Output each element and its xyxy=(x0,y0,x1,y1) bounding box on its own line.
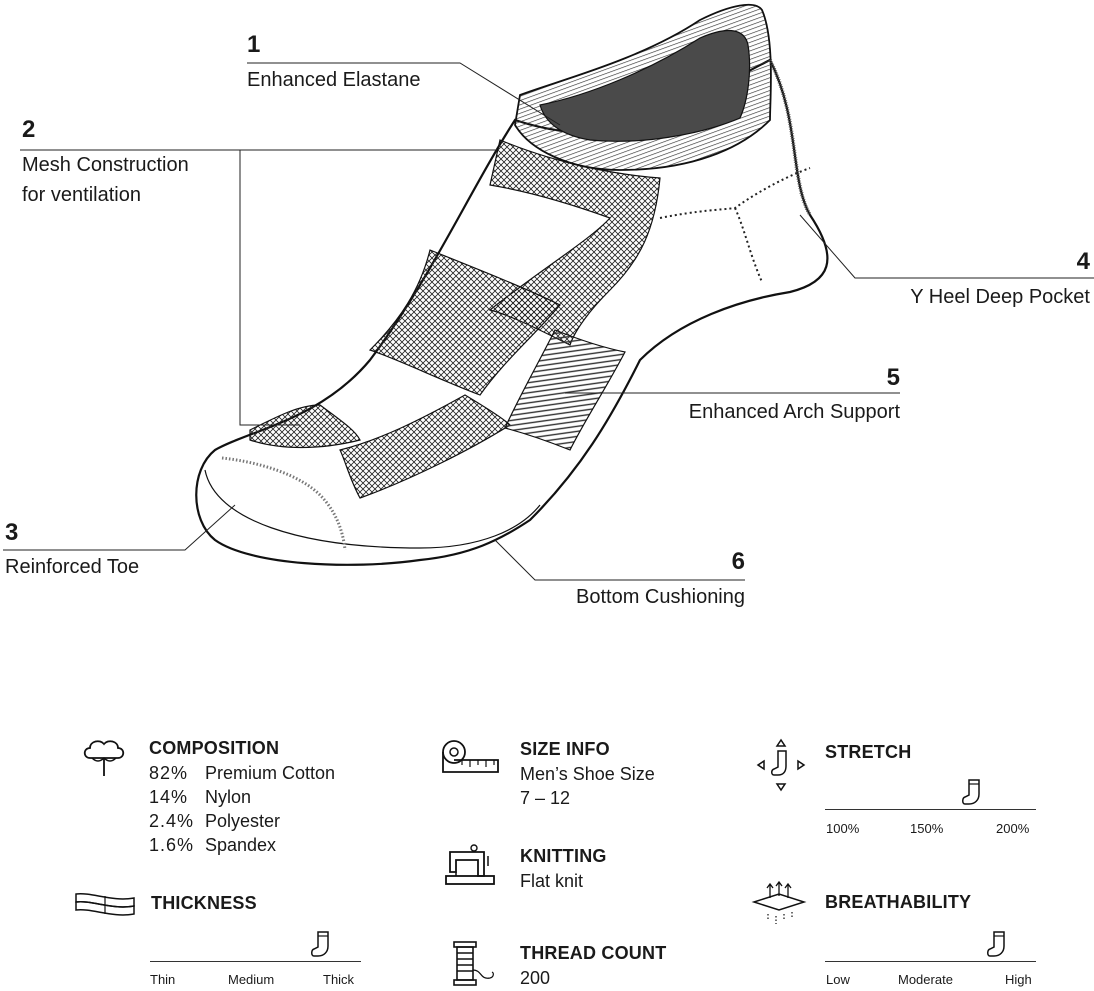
composition-row: 82% Premium Cotton xyxy=(149,761,335,785)
callout-6-number: 6 xyxy=(731,548,745,575)
callout-6-label: Bottom Cushioning xyxy=(576,586,745,608)
breathable-fabric-icon xyxy=(751,880,807,924)
breathability-tick-moderate: Moderate xyxy=(898,972,953,987)
thickness-scale xyxy=(150,961,361,962)
stretch-scale xyxy=(825,809,1036,810)
composition-title: COMPOSITION xyxy=(149,738,280,758)
stretch-arrows-icon xyxy=(756,738,806,792)
thread-spool-icon xyxy=(453,941,494,986)
knitting-title: KNITTING xyxy=(520,846,607,866)
stretch-tick-150: 150% xyxy=(910,821,944,836)
callout-1-label: Enhanced Elastane xyxy=(247,69,421,91)
measuring-tape-icon xyxy=(442,740,499,773)
stretch-title: STRETCH xyxy=(825,742,912,762)
composition-pct: 14% xyxy=(149,787,189,807)
leader-3 xyxy=(3,504,236,551)
thickness-sock-marker-icon xyxy=(311,931,329,957)
sewing-machine-icon xyxy=(445,844,495,885)
composition-row: 14% Nylon xyxy=(149,785,251,809)
stretch-tick-200: 200% xyxy=(996,821,1030,836)
stretch-tick-100: 100% xyxy=(826,821,860,836)
arch-support-band xyxy=(504,329,626,451)
toe-seam xyxy=(221,456,347,551)
sock-illustration xyxy=(3,3,1094,581)
composition-material: Premium Cotton xyxy=(205,763,336,783)
composition-row: 1.6% Spandex xyxy=(149,833,276,857)
breathability-tick-low: Low xyxy=(826,972,850,987)
thickness-tick-medium: Medium xyxy=(228,972,275,987)
callout-1-number: 1 xyxy=(247,31,261,58)
leader-4 xyxy=(799,214,1094,279)
callout-2-label-line1: Mesh Construction xyxy=(22,154,189,176)
composition-pct: 1.6% xyxy=(149,835,195,855)
composition-material: Spandex xyxy=(205,835,277,855)
composition-material: Nylon xyxy=(205,787,252,807)
thickness-tick-thick: Thick xyxy=(323,972,355,987)
mesh-panel-toe xyxy=(249,404,361,449)
y-heel-seam xyxy=(659,167,811,219)
cotton-plant-icon xyxy=(83,740,125,776)
leader-1 xyxy=(247,62,561,126)
callout-5-number: 5 xyxy=(886,364,900,391)
callout-2-label-line2: for ventilation xyxy=(22,184,141,206)
insole-opening xyxy=(539,29,751,142)
stretch-sock-marker-icon xyxy=(962,779,980,805)
size-info-title: SIZE INFO xyxy=(520,739,610,759)
mesh-panel-middle xyxy=(368,249,561,396)
composition-pct: 2.4% xyxy=(149,811,195,831)
breathability-tick-high: High xyxy=(1005,972,1032,987)
leader-6 xyxy=(494,539,745,581)
fabric-thickness-icon xyxy=(75,893,135,916)
thickness-tick-thin: Thin xyxy=(150,972,176,987)
size-info-line1: Men’s Shoe Size xyxy=(520,764,655,784)
callout-2-number: 2 xyxy=(22,116,36,143)
callout-3-label: Reinforced Toe xyxy=(5,556,140,578)
size-info-line2: 7 – 12 xyxy=(520,788,571,808)
breathability-scale xyxy=(825,961,1036,962)
composition-pct: 82% xyxy=(149,763,189,783)
composition-material: Polyester xyxy=(205,811,281,831)
breathability-title: BREATHABILITY xyxy=(825,892,972,912)
knitting-value: Flat knit xyxy=(520,871,584,891)
thread-count-value: 200 xyxy=(520,968,551,988)
composition-row: 2.4% Polyester xyxy=(149,809,280,833)
leader-2b xyxy=(239,150,300,426)
thread-count-title: THREAD COUNT xyxy=(520,943,667,963)
breathability-sock-marker-icon xyxy=(987,931,1005,957)
callout-4-number: 4 xyxy=(1076,248,1090,275)
callout-5-label: Enhanced Arch Support xyxy=(688,401,900,423)
callout-4-label: Y Heel Deep Pocket xyxy=(910,286,1090,308)
thickness-title: THICKNESS xyxy=(151,893,257,913)
callout-3-number: 3 xyxy=(5,519,19,546)
